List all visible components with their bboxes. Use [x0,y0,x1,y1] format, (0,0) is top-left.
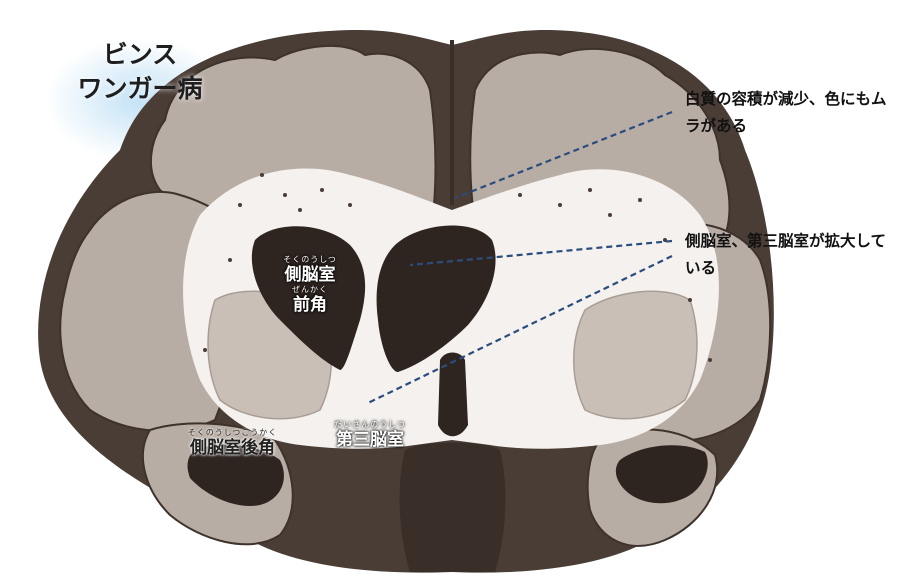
ruby-anterior: ぜんかく [292,285,328,294]
lateral-ventricles [251,225,496,372]
label-third-line1: 第三脳室 [336,430,404,450]
ruby-posterior: そくのうしつこうかく [187,428,278,437]
title-line-1: ビンス [102,40,178,69]
label-posterior-line1: 側脳室後角 [190,438,275,458]
leader-line-lateral [409,239,673,267]
label-lateral-line2: 前角 [293,295,327,315]
title-line-2: ワンガー病 [77,74,203,103]
leader-line-third [367,255,673,404]
label-lateral-posterior-horn: そくのうしつこうかく 側脳室後角 [175,428,290,458]
disease-title: ビンス ワンガー病 [70,38,210,106]
leader-line-white-matter [454,110,673,200]
label-lateral-anterior-horn: そくのうしつ 側脳室 ぜんかく 前角 [270,255,350,315]
annotation-ventricles: 側脳室、第三脳室が拡大している [685,232,887,277]
label-third-ventricle: だいさんのうしつ 第三脳室 [325,420,415,450]
leader-lines [367,110,673,404]
ruby-lateral: そくのうしつ [283,255,337,264]
brainstem [399,442,506,572]
ruby-third: だいさんのうしつ [334,420,406,429]
posterior-horns [187,444,708,506]
label-lateral-line1: 側脳室 [284,265,336,285]
annotation-white-matter: 白質の容積が減少、色にもムラがある [685,90,887,135]
third-ventricle [438,352,468,437]
white-matter-patches [203,173,712,362]
